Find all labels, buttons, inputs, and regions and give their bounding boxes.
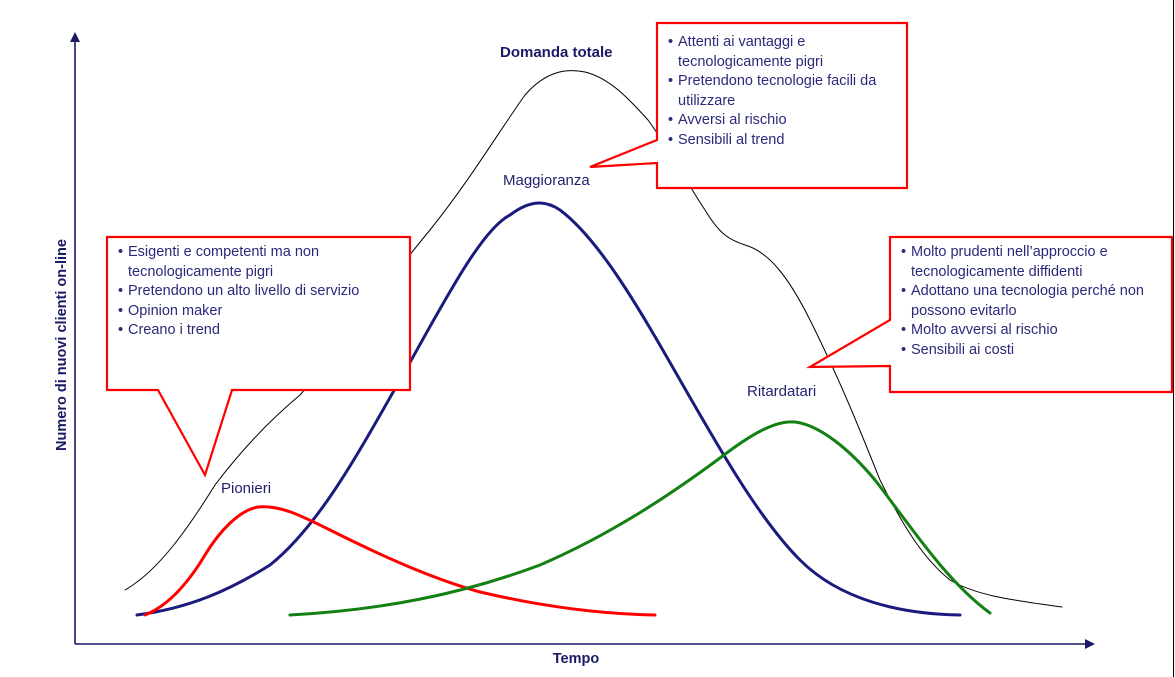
callout-ritardatari-list: Molto prudenti nell’approccio e tecnolog… bbox=[899, 243, 1165, 361]
ritardatari-curve bbox=[288, 420, 992, 617]
callout-pionieri-list: Esigenti e competenti ma non tecnologica… bbox=[116, 243, 402, 341]
maggioranza-curve bbox=[135, 201, 962, 617]
callout-item: Creano i trend bbox=[116, 321, 402, 341]
callout-item: Attenti ai vantaggi e tecnologicamente p… bbox=[666, 33, 898, 72]
callout-item: Opinion maker bbox=[116, 302, 402, 322]
maggioranza-label: Maggioranza bbox=[503, 172, 590, 189]
callout-item: Avversi al rischio bbox=[666, 111, 898, 131]
y-axis-label: Numero di nuovi clienti on-line bbox=[54, 239, 70, 451]
callout-item: Pretendono un alto livello di servizio bbox=[116, 282, 402, 302]
total-demand-curve bbox=[124, 70, 1063, 608]
callout-item: Molto prudenti nell’approccio e tecnolog… bbox=[899, 243, 1165, 282]
callout-ritardatari: Molto prudenti nell’approccio e tecnolog… bbox=[895, 243, 1169, 361]
pionieri-curve bbox=[143, 505, 657, 617]
callout-maggioranza-list: Attenti ai vantaggi e tecnologicamente p… bbox=[666, 33, 898, 151]
callout-item: Esigenti e competenti ma non tecnologica… bbox=[116, 243, 402, 282]
callout-item: Adottano una tecnologia perché non posso… bbox=[899, 282, 1165, 321]
pionieri-label: Pionieri bbox=[221, 480, 272, 497]
callout-item: Molto avversi al rischio bbox=[899, 321, 1165, 341]
callout-item: Sensibili ai costi bbox=[899, 341, 1165, 361]
frame-right-edge bbox=[1173, 0, 1174, 677]
callout-maggioranza: Attenti ai vantaggi e tecnologicamente p… bbox=[662, 33, 902, 151]
callout-item: Sensibili al trend bbox=[666, 131, 898, 151]
callout-item: Pretendono tecnologie facili da utilizza… bbox=[666, 72, 898, 111]
callout-pionieri: Esigenti e competenti ma non tecnologica… bbox=[112, 243, 406, 341]
x-axis-label: Tempo bbox=[552, 651, 600, 667]
total-demand-label: Domanda totale bbox=[500, 44, 613, 61]
ritardatari-label: Ritardatari bbox=[747, 383, 817, 400]
